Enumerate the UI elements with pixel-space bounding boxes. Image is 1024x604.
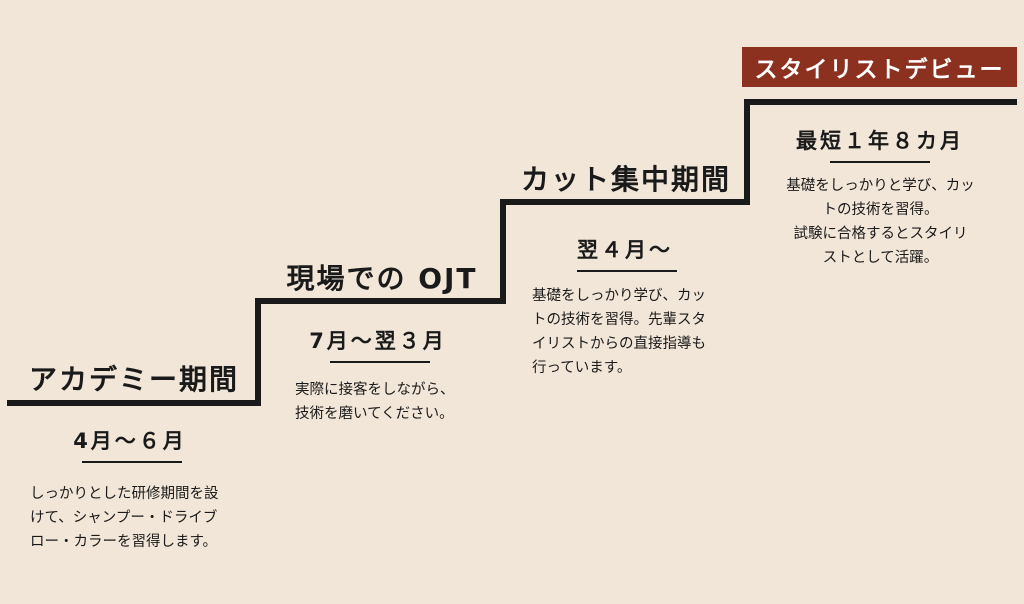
step-2-title: 現場での OJT bbox=[286, 262, 478, 295]
step-2-description: 実際に接客をしながら、 技術を磨いてください。 bbox=[295, 382, 455, 422]
step-1-title: アカデミー期間 bbox=[28, 363, 239, 396]
step-1-period: 4月〜６月 bbox=[73, 429, 187, 453]
step-4-description: 基礎をしっかりと学び、カッ トの技術を習得。 試験に合格するとスタイリ ストとし… bbox=[786, 178, 975, 266]
step-2-divider bbox=[330, 361, 430, 363]
step-1-description: しっかりとした研修期間を設 けて、シャンプー・ドライブ ロー・カラーを習得します… bbox=[30, 486, 219, 550]
step-4-title-badge: スタイリストデビュー bbox=[742, 47, 1017, 87]
step-3-title: カット集中期間 bbox=[520, 163, 731, 196]
staircase-line bbox=[7, 99, 1017, 406]
step-4-divider bbox=[830, 161, 930, 163]
step-2-period: 7月〜翌３月 bbox=[309, 329, 447, 353]
step-4-period: 最短１年８カ月 bbox=[796, 129, 964, 153]
step-3-period: 翌４月〜 bbox=[577, 238, 673, 262]
step-3-description: 基礎をしっかり学び、カッ トの技術を習得。先輩スタ イリストからの直接指導も 行… bbox=[532, 288, 706, 376]
step-3-divider bbox=[577, 270, 677, 272]
step-1-divider bbox=[82, 461, 182, 463]
